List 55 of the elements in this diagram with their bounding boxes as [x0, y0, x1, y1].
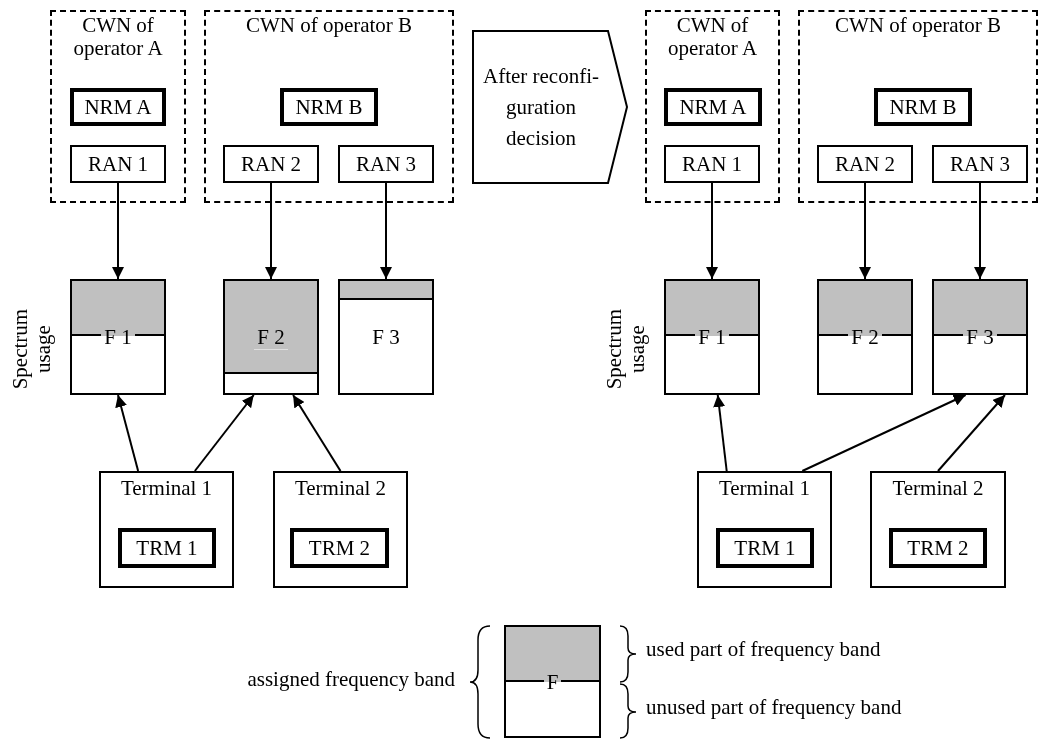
module-box: TRM 2 [889, 528, 987, 568]
frequency-band-box [223, 279, 319, 395]
group-title: CWN of operator B [834, 14, 1002, 38]
ran-box: RAN 1 [70, 145, 166, 183]
frequency-band-box [70, 279, 166, 395]
module-box: NRM A [70, 88, 166, 126]
terminal-title: Terminal 1 [120, 477, 213, 501]
brace-label: assigned frequency band [246, 668, 455, 692]
terminal-title: Terminal 2 [294, 477, 387, 501]
brace-label: used part of frequency band [646, 638, 882, 662]
brace-label: unused part of frequency band [646, 696, 903, 720]
frequency-band-box [338, 279, 434, 395]
frequency-band-box [817, 279, 913, 395]
terminal-title: Terminal 2 [892, 477, 984, 501]
module-box: TRM 1 [716, 528, 814, 568]
network-group-box [50, 10, 186, 203]
arrow [859, 182, 871, 280]
network-group-box [645, 10, 780, 203]
arrow [706, 182, 718, 280]
arrow [292, 394, 342, 472]
arrow [380, 182, 392, 280]
step-label: After reconfi- guration decision [482, 62, 600, 152]
module-box: NRM A [664, 88, 762, 126]
axis-label: Spectrum usage [8, 307, 56, 392]
module-box: NRM B [874, 88, 972, 126]
group-title: CWN of operator A [72, 14, 164, 61]
network-group-box [798, 10, 1038, 203]
terminal-box [273, 471, 408, 588]
ran-box: RAN 3 [932, 145, 1028, 183]
axis-label: Spectrum usage [602, 307, 650, 392]
module-box: TRM 2 [290, 528, 389, 568]
arrow [112, 182, 124, 280]
arrow [974, 182, 986, 280]
arrow [115, 394, 140, 472]
ran-box: RAN 3 [338, 145, 434, 183]
module-box: NRM B [280, 88, 378, 126]
terminal-title: Terminal 1 [718, 477, 811, 501]
arrow [801, 394, 967, 472]
arrow [713, 394, 728, 472]
network-group-box [204, 10, 454, 203]
terminal-box [697, 471, 832, 588]
frequency-band-box [664, 279, 760, 395]
arrow [937, 394, 1006, 472]
terminal-box [99, 471, 234, 588]
ran-box: RAN 2 [817, 145, 913, 183]
group-title: CWN of operator A [666, 14, 759, 61]
group-title: CWN of operator B [245, 14, 413, 38]
arrow [193, 394, 255, 472]
frequency-band-box [932, 279, 1028, 395]
terminal-box [870, 471, 1006, 588]
ran-box: RAN 1 [664, 145, 760, 183]
arrow [265, 182, 277, 280]
module-box: TRM 1 [118, 528, 216, 568]
ran-box: RAN 2 [223, 145, 319, 183]
frequency-band-box [504, 625, 601, 738]
